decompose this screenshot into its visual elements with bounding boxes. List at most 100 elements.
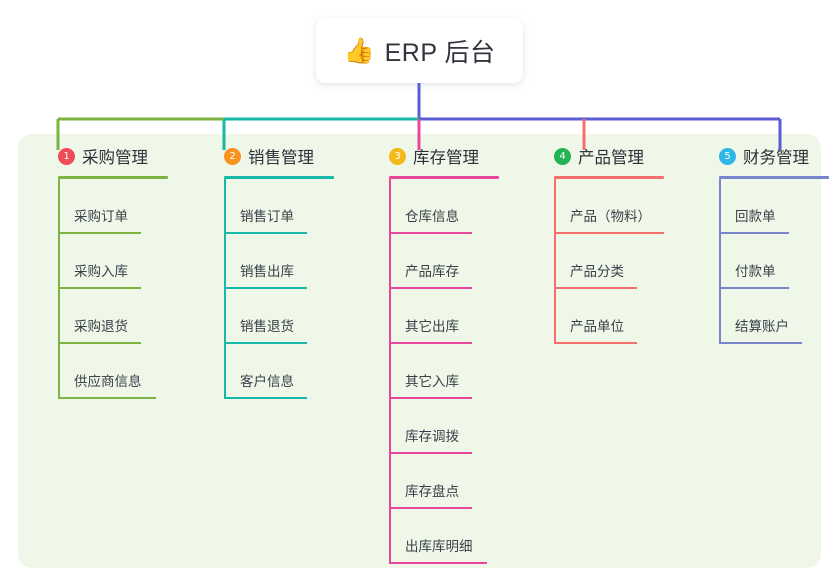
branch-item-underline (224, 342, 307, 344)
branch-header[interactable]: 5 财务管理 (699, 143, 839, 169)
branch-item-list: 产品（物料） 产品分类产品单位 (534, 179, 704, 344)
branch-item-label: 客户信息 (240, 374, 294, 389)
branch-item[interactable]: 库存盘点 (369, 454, 529, 509)
branch-item-underline (389, 287, 472, 289)
branch-item-underline (224, 397, 307, 399)
root-node[interactable]: 👍 ERP 后台 (316, 18, 523, 83)
branch-item-underline (389, 342, 472, 344)
branch-item[interactable]: 结算账户 (699, 289, 839, 344)
branch-item-underline (58, 232, 141, 234)
branch-spine (58, 179, 60, 399)
branch-column: 5 财务管理回款单付款单结算账户 (699, 143, 839, 344)
branch-item-label: 销售出库 (240, 264, 294, 279)
branch-underline (554, 176, 664, 179)
branch-item-underline (224, 232, 307, 234)
branch-number-badge: 3 (389, 147, 406, 165)
branch-spine (389, 179, 391, 564)
branch-item-underline (389, 397, 472, 399)
branch-item[interactable]: 付款单 (699, 234, 839, 289)
branch-item[interactable]: 采购退货 (38, 289, 198, 344)
branch-title: 产品管理 (578, 149, 644, 167)
branch-item-label: 库存调拨 (405, 429, 459, 444)
branch-item-underline (58, 287, 141, 289)
branch-item-underline (58, 397, 156, 399)
branch-item[interactable]: 产品单位 (534, 289, 704, 344)
branch-spine (719, 179, 721, 344)
branch-item-label: 采购入库 (74, 264, 128, 279)
branch-item-label: 出库库明细 (405, 539, 473, 554)
branch-item[interactable]: 销售出库 (204, 234, 364, 289)
branch-column: 4 产品管理产品（物料） 产品分类产品单位 (534, 143, 704, 344)
branch-number-badge: 4 (554, 147, 571, 165)
branch-item-underline (719, 232, 789, 234)
branch-item-underline (389, 507, 472, 509)
branch-column: 1 采购管理采购订单采购入库采购退货供应商信息 (38, 143, 198, 399)
branch-item-label: 产品分类 (570, 264, 624, 279)
branch-item-label: 其它出库 (405, 319, 459, 334)
branch-item[interactable]: 其它出库 (369, 289, 529, 344)
branch-item-underline (554, 232, 664, 234)
branch-underline (389, 176, 499, 179)
branch-column: 2 销售管理销售订单销售出库销售退货客户信息 (204, 143, 364, 399)
branch-header[interactable]: 4 产品管理 (534, 143, 704, 169)
branch-underline (58, 176, 168, 179)
branch-item-list: 采购订单采购入库采购退货供应商信息 (38, 179, 198, 399)
branch-item[interactable]: 采购入库 (38, 234, 198, 289)
branch-item-underline (389, 562, 487, 564)
branch-number-badge: 2 (224, 147, 241, 165)
branch-item[interactable]: 回款单 (699, 179, 839, 234)
branch-item-label: 产品（物料） (570, 209, 651, 224)
branch-spine (224, 179, 226, 399)
branch-item[interactable]: 产品库存 (369, 234, 529, 289)
branch-item-label: 其它入库 (405, 374, 459, 389)
branch-title: 库存管理 (413, 149, 479, 167)
branch-item-label: 产品单位 (570, 319, 624, 334)
branch-item[interactable]: 销售退货 (204, 289, 364, 344)
branch-item[interactable]: 采购订单 (38, 179, 198, 234)
branch-item-label: 销售退货 (240, 319, 294, 334)
branch-item[interactable]: 产品（物料） (534, 179, 704, 234)
branch-item-underline (389, 452, 472, 454)
branch-item-list: 仓库信息产品库存其它出库其它入库库存调拨库存盘点出库库明细 (369, 179, 529, 564)
branch-item-label: 结算账户 (735, 319, 789, 334)
branch-header[interactable]: 2 销售管理 (204, 143, 364, 169)
root-node-title: ERP 后台 (384, 38, 496, 67)
branch-spine (554, 179, 556, 344)
branch-underline (224, 176, 334, 179)
branch-item[interactable]: 供应商信息 (38, 344, 198, 399)
branch-item[interactable]: 仓库信息 (369, 179, 529, 234)
branch-item-label: 回款单 (735, 209, 776, 224)
branch-item[interactable]: 销售订单 (204, 179, 364, 234)
branch-item[interactable]: 出库库明细 (369, 509, 529, 564)
branch-item[interactable]: 其它入库 (369, 344, 529, 399)
branch-item-label: 采购退货 (74, 319, 128, 334)
branch-title: 采购管理 (82, 149, 148, 167)
branch-header[interactable]: 3 库存管理 (369, 143, 529, 169)
branch-panel (18, 134, 821, 568)
branch-number-badge: 1 (58, 147, 75, 165)
branch-item-underline (554, 342, 637, 344)
branch-item-list: 回款单付款单结算账户 (699, 179, 839, 344)
branch-item-underline (719, 342, 802, 344)
branch-underline (719, 176, 829, 179)
branch-number-badge: 5 (719, 147, 736, 165)
branch-item-underline (58, 342, 141, 344)
branch-item[interactable]: 产品分类 (534, 234, 704, 289)
branch-header[interactable]: 1 采购管理 (38, 143, 198, 169)
branch-item-underline (554, 287, 637, 289)
branch-item-underline (719, 287, 789, 289)
thumbs-up-icon: 👍 (343, 36, 375, 65)
branch-column: 3 库存管理仓库信息产品库存其它出库其它入库库存调拨库存盘点出库库明细 (369, 143, 529, 564)
branch-item-underline (389, 232, 472, 234)
branch-item[interactable]: 库存调拨 (369, 399, 529, 454)
branch-title: 销售管理 (248, 149, 314, 167)
branch-item-list: 销售订单销售出库销售退货客户信息 (204, 179, 364, 399)
branch-title: 财务管理 (743, 149, 809, 167)
branch-item-label: 产品库存 (405, 264, 459, 279)
branch-item-label: 销售订单 (240, 209, 294, 224)
branch-item-label: 采购订单 (74, 209, 128, 224)
branch-item[interactable]: 客户信息 (204, 344, 364, 399)
branch-item-label: 库存盘点 (405, 484, 459, 499)
branch-item-label: 仓库信息 (405, 209, 459, 224)
